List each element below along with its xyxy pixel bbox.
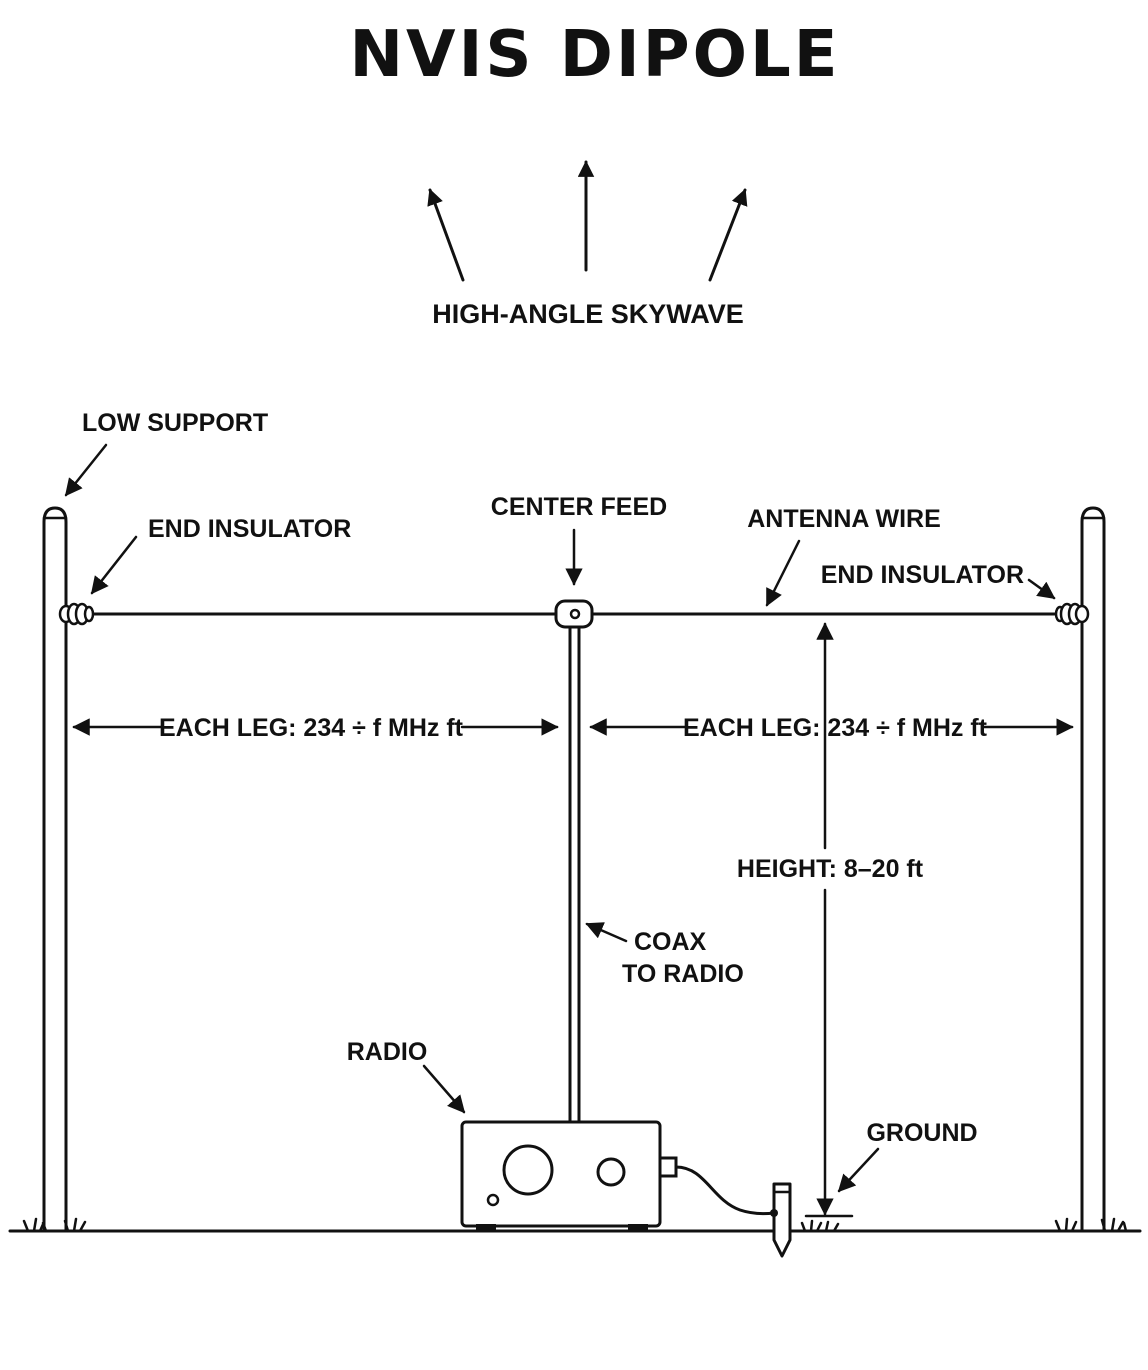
end-insulator-left-label: END INSULATOR	[148, 515, 351, 543]
skywave-arrow-right	[708, 188, 748, 282]
radio-unit	[460, 1120, 678, 1230]
ground-label: GROUND	[866, 1119, 977, 1147]
left-end-insulator	[58, 602, 95, 626]
radio-pointer	[422, 1064, 466, 1114]
low-support-label: LOW SUPPORT	[82, 409, 268, 437]
antenna-wire-pointer	[765, 539, 801, 607]
right-leg-label: EACH LEG: 234 ÷ f MHz ft	[683, 714, 988, 742]
antenna-wire-label: ANTENNA WIRE	[747, 505, 941, 533]
end-insulator-right-pointer	[1027, 578, 1056, 600]
radio-small-knob	[596, 1157, 626, 1187]
ground-rod	[770, 1182, 792, 1258]
right-end-insulator	[1054, 602, 1090, 626]
end-insulator-left-pointer	[90, 535, 138, 595]
radio-indicator	[486, 1193, 500, 1207]
coax-label-line1: COAX	[634, 928, 707, 956]
end-insulator-right-label: END INSULATOR	[821, 561, 1024, 589]
skywave-label: HIGH-ANGLE SKYWAVE	[432, 299, 744, 329]
center-feed-connector	[554, 599, 594, 629]
diagram-title: NVIS DIPOLE	[349, 18, 840, 92]
coax-pointer	[585, 922, 628, 943]
coax-cable	[568, 625, 581, 1124]
coax-label-line2: TO RADIO	[622, 960, 744, 988]
left-leg-label: EACH LEG: 234 ÷ f MHz ft	[159, 714, 464, 742]
ground-pointer	[837, 1147, 880, 1193]
radio-ground-terminal	[658, 1156, 678, 1178]
radio-label: RADIO	[347, 1038, 428, 1066]
radio-large-knob	[502, 1144, 554, 1196]
height-label: HEIGHT: 8–20 ft	[737, 855, 924, 883]
skywave-arrow-left	[427, 188, 465, 282]
center-feed-label: CENTER FEED	[491, 493, 667, 521]
low-support-pointer	[64, 443, 108, 497]
ground-wire	[674, 1165, 776, 1216]
skywave-arrows	[427, 160, 748, 282]
